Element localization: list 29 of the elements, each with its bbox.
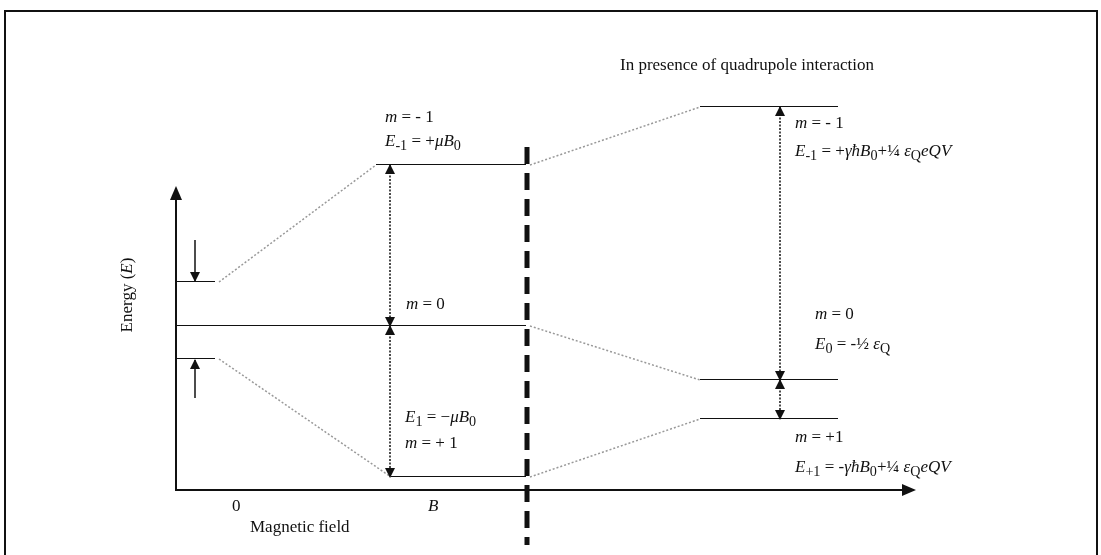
level-label: m = +1 xyxy=(795,427,844,447)
level-label: m = - 1 xyxy=(795,113,844,133)
tick-label: 0 xyxy=(232,496,241,516)
correlation-line xyxy=(529,418,701,478)
correlation-line xyxy=(529,325,701,381)
energy-level-line xyxy=(177,281,215,282)
level-label: E$_{-1}$ = +γħB$_{0}$+¼ ε$_{Q}$eQV xyxy=(795,141,952,166)
level-label: m = 0 xyxy=(406,294,445,314)
energy-level-line xyxy=(177,358,215,359)
transition-arrow xyxy=(190,239,200,282)
correlation-line xyxy=(529,106,701,166)
level-label: m = + 1 xyxy=(405,433,458,453)
level-label: E$_{0}$ = -½ ε$_{Q}$ xyxy=(815,334,891,359)
diagram-title: In presence of quadrupole interaction xyxy=(620,55,874,75)
transition-arrow xyxy=(190,359,200,399)
level-label: E$_{+1}$ = -γħB$_{0}$+¼ ε$_{Q}$eQV xyxy=(795,457,951,482)
axis-symbol: B xyxy=(428,496,439,516)
transition-arrow xyxy=(385,164,395,327)
level-label: m = - 1 xyxy=(385,107,434,127)
correlation-line xyxy=(218,164,377,283)
level-label: E$_{-1}$ = +μB$_{0}$ xyxy=(385,131,461,156)
level-label: E$_{1}$ = −μB$_{0}$ xyxy=(405,407,477,432)
transition-arrow xyxy=(775,106,785,381)
axis-title: Energy (E) xyxy=(116,257,137,333)
correlation-line xyxy=(218,358,392,478)
transition-arrow xyxy=(385,325,395,478)
axis-title: Magnetic field xyxy=(250,517,350,537)
level-label: m = 0 xyxy=(815,304,854,324)
transition-arrow xyxy=(775,379,785,420)
